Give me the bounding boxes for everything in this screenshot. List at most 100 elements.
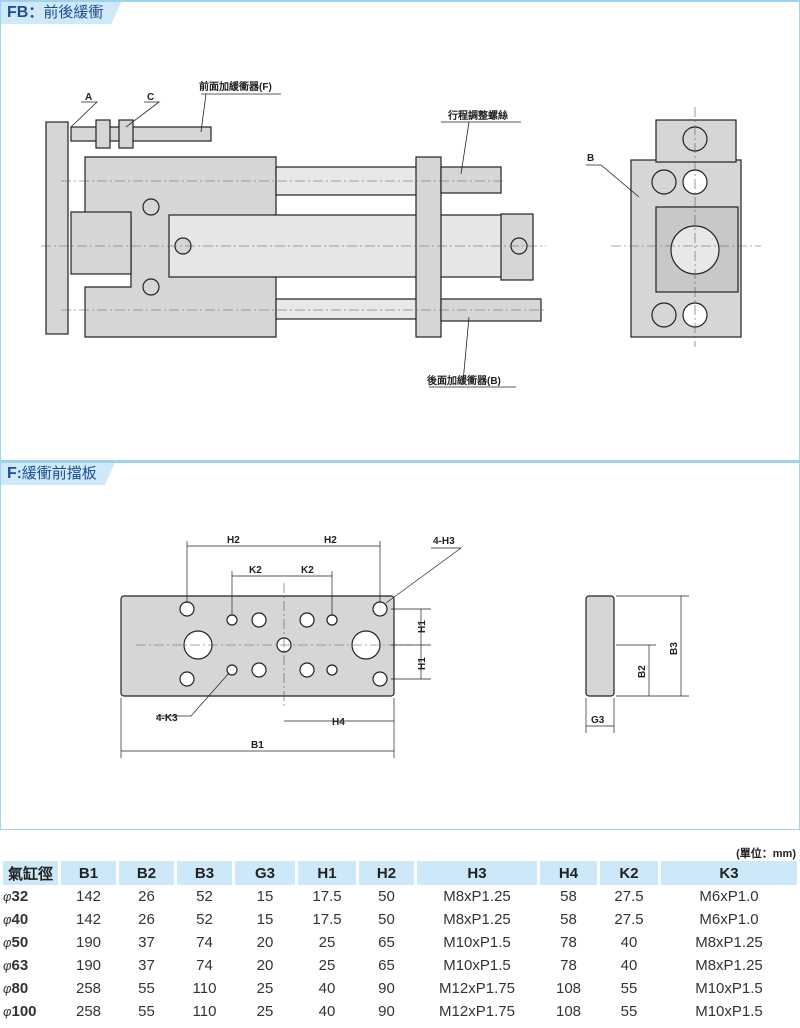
cell-b2: 26 [138,888,155,905]
label-k2-right: K2 [301,565,314,576]
phi-symbol: φ [3,935,12,950]
separator: : [16,465,22,482]
bore-cell: φ32 [3,885,58,908]
label-b3: B3 [669,642,680,655]
cell-b1: 258 [75,980,102,997]
f-section: F:緩衝前擋板 H2 [0,461,800,830]
cell-h2: 90 [378,1003,395,1020]
bore-value: 63 [11,957,29,974]
separator: ： [28,4,44,21]
phi-symbol: φ [3,889,12,904]
cell-k2: 27.5 [614,911,644,928]
end-plate [45,121,69,335]
cell-h3: M12xP1.75 [439,1003,515,1020]
fb-drawing: A C 前面加緩衝器(F) 行程調整螺絲 B 後面加緩衝器(B) [41,80,761,388]
cell-k2: 40 [620,957,638,974]
cell-b2: 37 [138,934,155,951]
cell-b3: 52 [196,888,213,905]
label-a: A [85,92,92,103]
cell-h1: 17.5 [312,911,342,928]
col-k2: K2 [600,861,658,885]
fb-section: FB：前後緩衝 [0,0,800,461]
cell-h2: 50 [378,911,395,928]
cell-h3: M8xP1.25 [443,888,511,905]
cell-h3: M10xP1.5 [443,934,511,951]
cell-h3: M8xP1.25 [443,911,511,928]
label-front-buffer: 前面加緩衝器(F) [199,80,272,93]
label-4-k3: 4-K3 [156,713,178,724]
front-buffer [70,126,212,142]
table-header-row: 氣缸徑 B1 B2 B3 G3 H1 H2 H3 H4 K2 K3 [3,861,797,885]
cell-b3: 74 [196,957,213,974]
cell-k3: M10xP1.5 [695,980,763,997]
cell-h1: 40 [318,1003,336,1020]
col-b2: B2 [119,861,174,885]
phi-symbol: φ [3,981,12,996]
cell-h4: 58 [560,911,577,928]
cell-b3: 74 [196,934,213,951]
bore-cell: φ50 [3,931,58,954]
dimension-table: 氣缸徑 B1 B2 B3 G3 H1 H2 H3 H4 K2 K3 φ32 142… [0,861,800,1023]
cell-k2: 55 [620,1003,638,1020]
cell-h1: 40 [318,980,336,997]
bore-value: 100 [11,1003,37,1020]
cell-g3: 25 [256,980,274,997]
cell-b2: 26 [138,911,155,928]
cell-b3: 110 [192,1003,217,1020]
cell-g3: 20 [256,957,274,974]
cell-k3: M8xP1.25 [695,934,763,951]
col-h4: H4 [540,861,597,885]
cell-h2: 65 [378,934,395,951]
label-k2-left: K2 [249,565,262,576]
cell-k3: M6xP1.0 [699,888,759,905]
cell-b2: 55 [138,1003,155,1020]
bore-value: 40 [11,911,29,928]
cell-h1: 25 [318,934,336,951]
cell-g3: 15 [256,888,274,905]
section-title: 前後緩衝 [43,4,104,21]
cell-k3: M6xP1.0 [699,911,759,928]
col-k3: K3 [661,861,797,885]
fb-section-tab: FB：前後緩衝 [1,2,121,24]
bore-cell: φ63 [3,954,58,977]
cell-b1: 190 [75,934,102,951]
phi-symbol: φ [3,1004,12,1019]
col-h1: H1 [298,861,356,885]
plate-side-view [585,595,615,697]
phi-symbol: φ [3,912,12,927]
label-h2-left: H2 [227,535,240,546]
cell-b1: 142 [75,911,102,928]
cell-b1: 190 [75,957,102,974]
cell-h4: 78 [560,957,577,974]
cell-h1: 25 [318,957,336,974]
cell-h1: 17.5 [312,888,342,905]
label-h1-top: H1 [417,620,428,633]
cell-b2: 37 [138,957,155,974]
cell-g3: 20 [256,934,274,951]
cell-k3: M10xP1.5 [695,1003,763,1020]
cell-g3: 25 [256,1003,274,1020]
f-drawing: H2 H2 K2 K2 4-H3 H1 H1 4-K3 H4 B1 B3 B2 … [120,535,689,758]
col-g3: G3 [235,861,295,885]
cell-k3: M8xP1.25 [695,957,763,974]
section-code: F [7,465,17,482]
label-h4: H4 [332,717,345,728]
col-b1: B1 [61,861,116,885]
cell-b2: 55 [138,980,155,997]
label-rear-buffer: 後面加緩衝器(B) [427,374,501,387]
section-code: FB [7,4,29,21]
cell-h2: 65 [378,957,395,974]
cell-h4: 108 [555,980,582,997]
col-bore: 氣缸徑 [3,861,58,885]
cell-k2: 55 [620,980,638,997]
col-h2: H2 [359,861,414,885]
label-b: B [587,153,594,164]
stroke-stop-plate [415,156,442,338]
cell-h3: M12xP1.75 [439,980,515,997]
cell-b1: 142 [75,888,102,905]
label-h2-right: H2 [324,535,337,546]
